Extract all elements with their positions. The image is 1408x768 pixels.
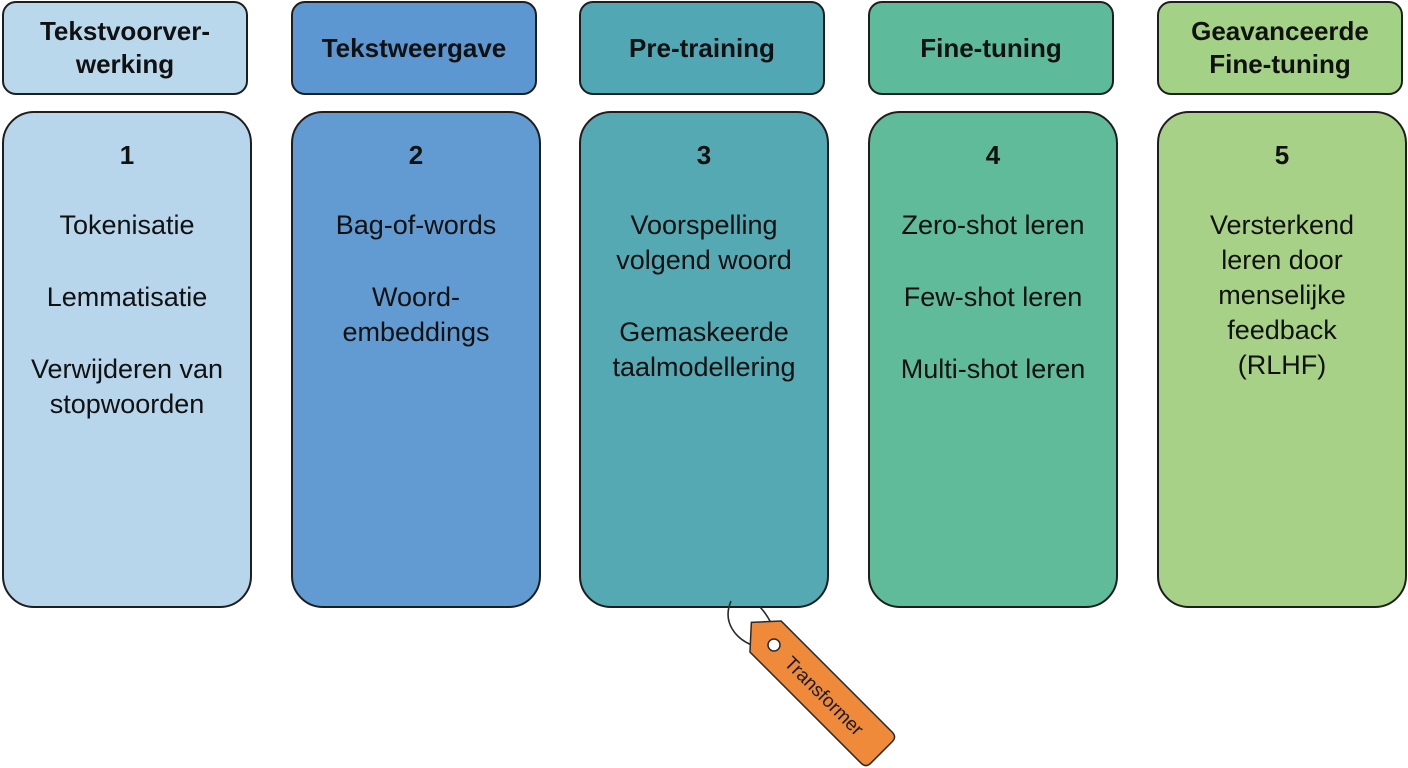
- stage-header: Tekstweergave: [291, 1, 537, 95]
- tag-hole: [767, 638, 781, 652]
- stage-header-line: Fine-tuning: [920, 32, 1062, 63]
- stage-items: Versterkend leren door menselijke feedback (…: [1167, 208, 1397, 420]
- stage-item-line: embeddings: [342, 317, 490, 347]
- stage-item-line: Versterkend: [1209, 210, 1355, 240]
- stage-number: 4: [985, 140, 1001, 170]
- stage-header: Fine-tuning: [868, 1, 1114, 95]
- stage-item-line: menselijke: [1218, 280, 1346, 310]
- stage-item-line: leren door: [1221, 245, 1343, 275]
- stage-item: Versterkend leren door menselijke feedback (…: [1167, 208, 1397, 383]
- stage-item: Bag-of-words: [301, 208, 531, 243]
- stage-item-line: Bag-of-words: [335, 210, 497, 240]
- stage-header-line: Fine-tuning: [1209, 49, 1351, 79]
- stage-item: Tokenisatie: [12, 208, 242, 243]
- stage-item-line: stopwoorden: [49, 389, 205, 419]
- stage-header-line: Pre-training: [629, 32, 775, 63]
- stage-item-line: feedback: [1227, 315, 1337, 345]
- stage-item: Zero-shot leren: [878, 208, 1108, 243]
- stage-item-line: Few-shot leren: [903, 282, 1083, 312]
- stage-item-line: Lemmatisatie: [46, 282, 208, 312]
- tag-body: [749, 620, 896, 767]
- stage-header-line: Tekstvoorver-: [39, 16, 211, 46]
- stage-item-line: Gemaskeerde: [619, 317, 789, 347]
- stage-header-line: Tekstweergave: [321, 32, 507, 63]
- stage-item: Verwijderen van stopwoorden: [12, 352, 242, 422]
- stage-number: 5: [1274, 140, 1290, 170]
- stage-number: 3: [696, 140, 712, 170]
- stage-header-line: werking: [75, 49, 175, 79]
- stage-item-line: Multi-shot leren: [900, 354, 1086, 384]
- stage-item: Few-shot leren: [878, 280, 1108, 315]
- stage-number: 2: [408, 140, 424, 170]
- stage-item-line: (RLHF): [1237, 350, 1327, 380]
- stage-item-line: Verwijderen van: [30, 354, 224, 384]
- stage-number: 1: [119, 140, 135, 170]
- stage-item-line: Zero-shot leren: [901, 210, 1085, 240]
- stage-item-line: Voorspelling: [630, 210, 778, 240]
- stage-item: Voorspelling volgend woord: [589, 208, 819, 278]
- stage-header: Tekstvoorver-werking: [2, 1, 248, 95]
- stage-item-line: Tokenisatie: [59, 210, 195, 240]
- stage-item: Woord-embeddings: [301, 280, 531, 350]
- stage-header-line: Geavanceerde: [1191, 16, 1369, 46]
- stage-item: Lemmatisatie: [12, 280, 242, 315]
- stage-item-line: volgend woord: [616, 245, 792, 275]
- stage-header: Pre-training: [579, 1, 825, 95]
- stage-item-line: taalmodellering: [612, 352, 796, 382]
- stage-item-line: Woord-: [371, 282, 461, 312]
- stage-item: Gemaskeerde taalmodellering: [589, 315, 819, 385]
- stage-item: Multi-shot leren: [878, 352, 1108, 387]
